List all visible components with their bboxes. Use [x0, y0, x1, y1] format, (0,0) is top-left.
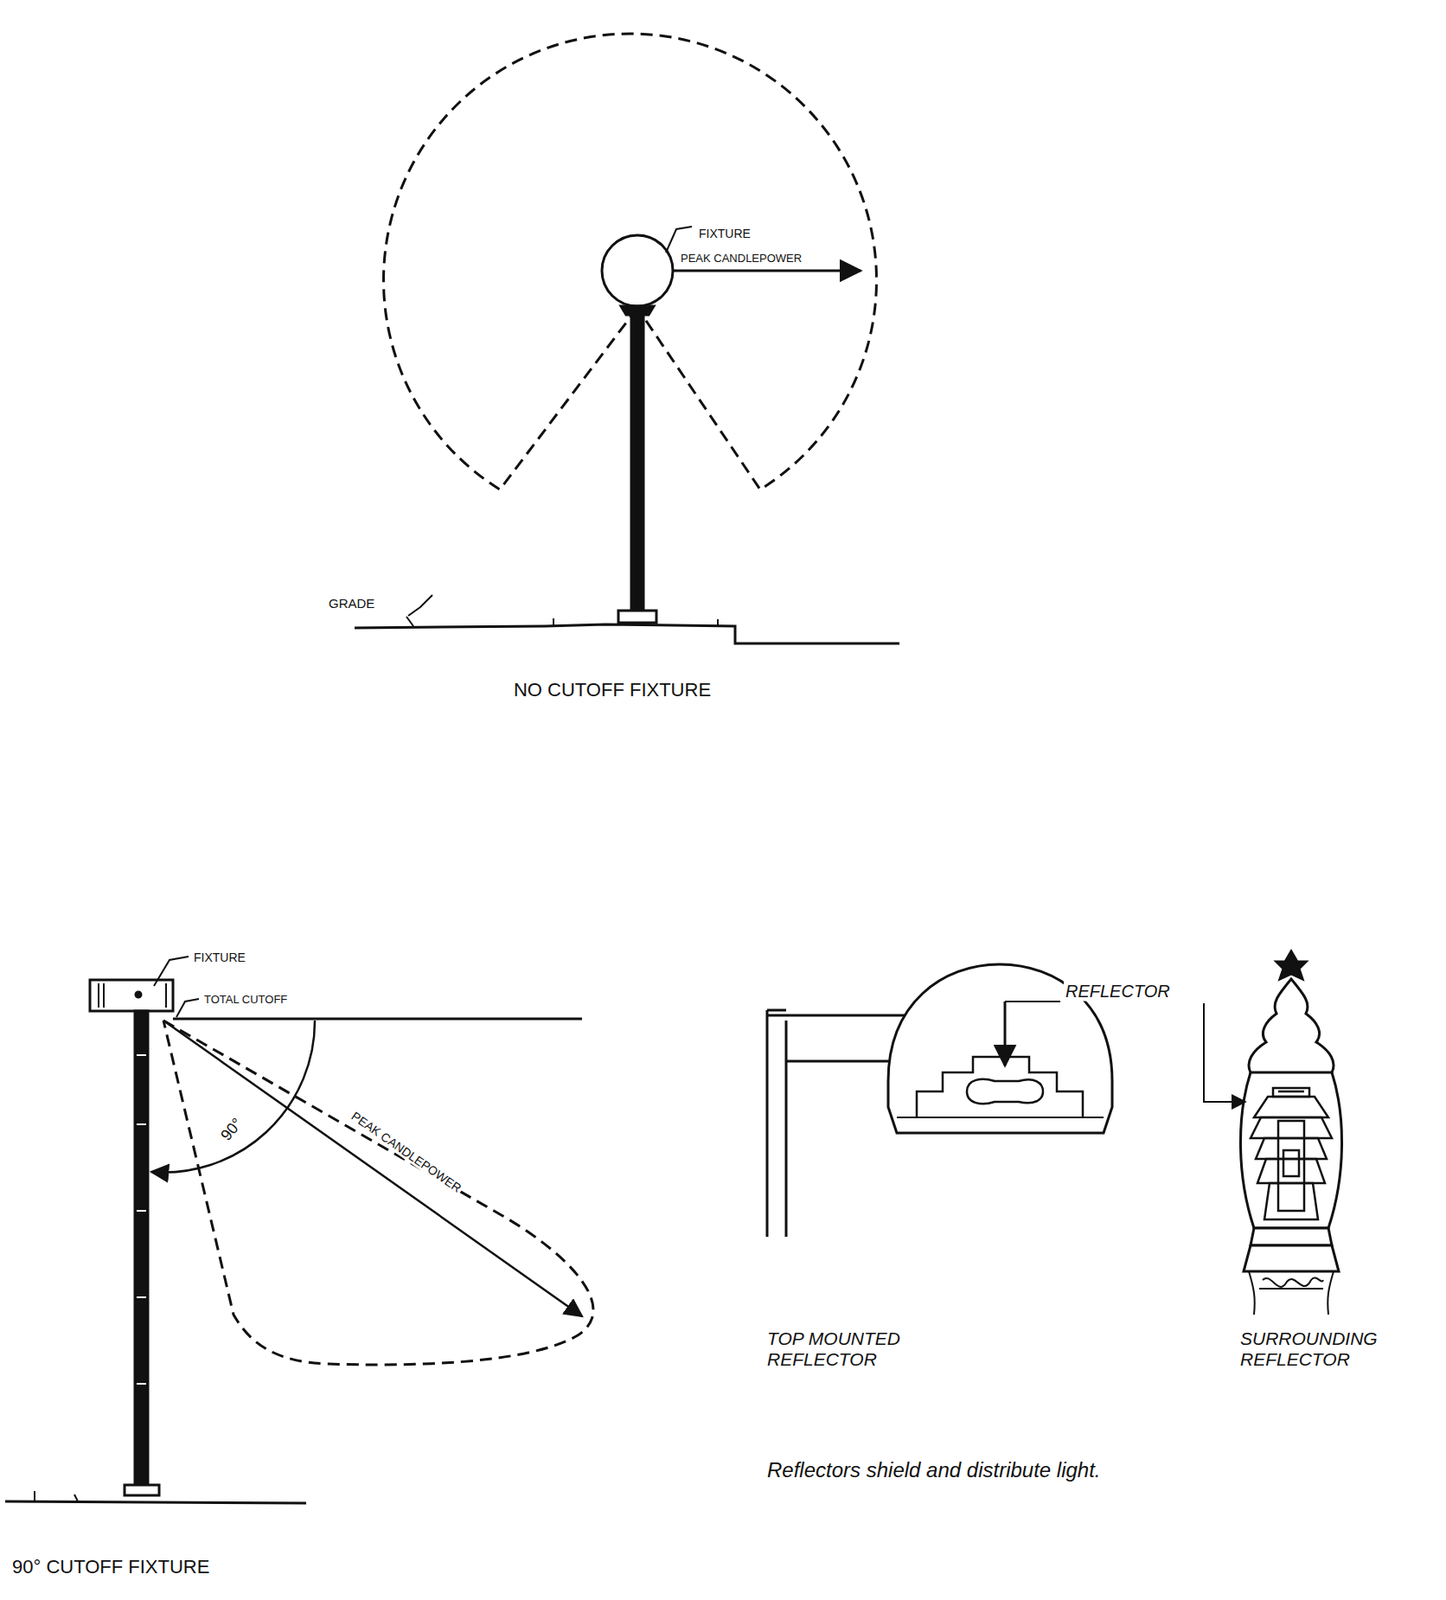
- cutoff-fixture: [89, 979, 173, 1011]
- leader: [153, 956, 189, 986]
- leader: [176, 998, 199, 1018]
- post: [767, 1010, 787, 1237]
- fixture-label: FIXTURE: [697, 226, 753, 241]
- peak-arrow: [673, 269, 861, 273]
- lantern-cap: [1248, 978, 1334, 1073]
- pole: [134, 1010, 148, 1485]
- part-label: REFLECTOR: [1063, 981, 1172, 1002]
- figure-caption: 90° CUTOFF FIXTURE: [10, 1555, 212, 1578]
- angle-label: 90°: [216, 1113, 248, 1146]
- lantern-globe: [1240, 1072, 1342, 1229]
- caption-note: Reflectors shield and distribute light.: [765, 1458, 1103, 1483]
- angle-arc: [151, 1020, 315, 1173]
- reflector-arrow: [1004, 1001, 1007, 1066]
- reflector: [916, 1056, 1083, 1118]
- light-distribution: [163, 1020, 594, 1365]
- grade-line: [354, 624, 900, 644]
- cutoff-line: [172, 1017, 583, 1021]
- pole-base: [124, 1484, 160, 1496]
- finial: [1276, 951, 1306, 979]
- stacked-reflector: [1250, 1087, 1332, 1220]
- reflector-arrow: [1203, 1003, 1246, 1102]
- grade-line: [5, 1501, 307, 1504]
- lantern-base: [1243, 1245, 1339, 1272]
- leader: [665, 226, 692, 253]
- pole-base: [618, 610, 657, 623]
- callout-label: TOTAL CUTOFF: [202, 993, 289, 1007]
- callout-label: PEAK CANDLEPOWER: [347, 1107, 466, 1197]
- figure-caption: NO CUTOFF FIXTURE: [511, 678, 713, 701]
- fixture-label: FIXTURE: [191, 950, 248, 965]
- pole: [631, 314, 644, 611]
- globe-fixture: [601, 235, 673, 307]
- callout-label: PEAK CANDLEPOWER: [678, 252, 804, 266]
- figure-caption: TOP MOUNTED REFLECTOR: [765, 1328, 968, 1370]
- peak-arrow: [163, 1020, 583, 1317]
- leader: [408, 595, 433, 616]
- grade-label: GRADE: [326, 595, 377, 611]
- figure-caption: SURROUNDING REFLECTOR: [1238, 1328, 1441, 1370]
- lamp: [966, 1079, 1043, 1105]
